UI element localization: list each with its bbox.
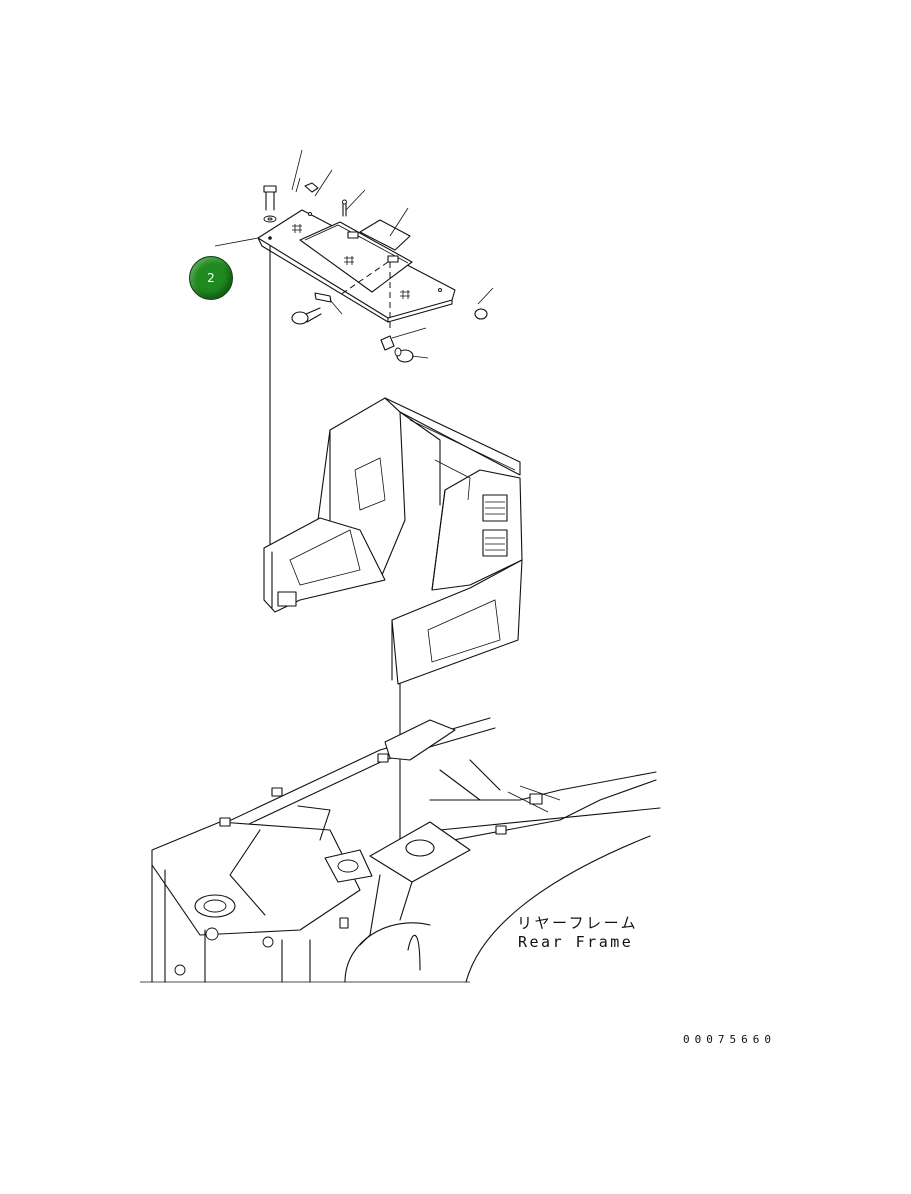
bracket-small: [380, 335, 395, 351]
cover-plate-assembly: [257, 209, 456, 330]
nut-small: [304, 182, 319, 193]
bolt-and-washer: [263, 185, 277, 240]
leader-lines: [214, 149, 494, 359]
pin-small: [342, 199, 347, 217]
lock-symbol-icon: [292, 224, 410, 299]
flange-bolt: [291, 307, 322, 325]
rear-frame: [151, 717, 661, 983]
rear-frame-label-japanese: リヤーフレーム: [517, 914, 639, 932]
rear-frame-label-english: Rear Frame: [518, 933, 634, 951]
bumper-cap: [394, 347, 414, 363]
drawing-number: 00075660: [683, 1033, 776, 1046]
callout-number-2[interactable]: 2: [189, 256, 233, 300]
strap-piece: [314, 292, 332, 303]
side-cap: [474, 308, 488, 320]
support-frame: [263, 397, 523, 685]
